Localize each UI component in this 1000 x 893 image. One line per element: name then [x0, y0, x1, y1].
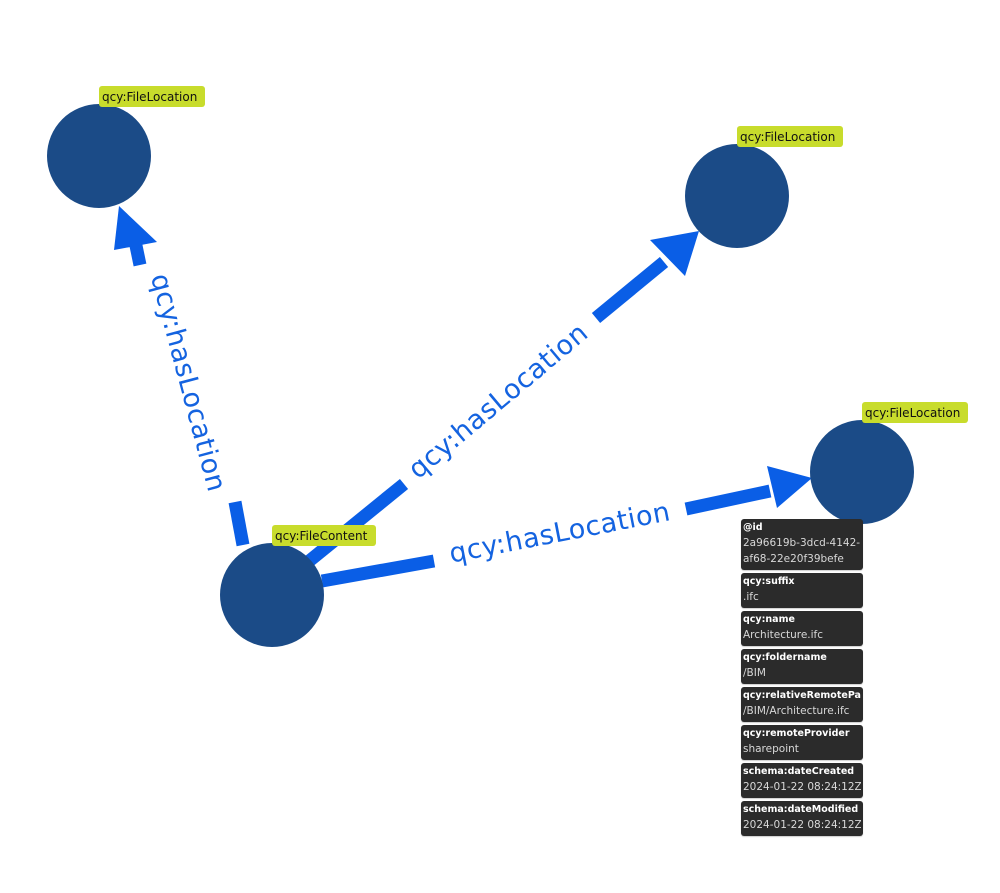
- property-value: 2024-01-22 08:24:12Z: [743, 819, 861, 831]
- node-type-badge: [862, 402, 968, 423]
- node-type-badge: [737, 126, 843, 147]
- node-type-label: qcy:FileLocation: [740, 130, 835, 144]
- node-file-location-right[interactable]: qcy:FileLocation: [810, 402, 968, 524]
- edge-line: [228, 500, 250, 547]
- property-key: @id: [743, 522, 763, 533]
- property-key: schema:dateCreated: [743, 766, 855, 777]
- property-date-modified: schema:dateModified 2024-01-22 08:24:12Z: [741, 801, 863, 836]
- property-remote-provider: qcy:remoteProvider sharepoint: [741, 725, 863, 760]
- node-type-label: qcy:FileLocation: [102, 90, 197, 104]
- property-value: 2a96619b-3dcd-4142-af68-22e20f39befe: [743, 537, 861, 565]
- property-name: qcy:name Architecture.ifc: [741, 611, 863, 646]
- property-key: qcy:name: [743, 614, 795, 625]
- property-value: /BIM/Architecture.ifc: [743, 705, 850, 717]
- node-type-badge: [272, 525, 376, 546]
- property-value: Architecture.ifc: [743, 629, 824, 641]
- node-circle[interactable]: [685, 144, 789, 248]
- property-key: qcy:relativeRemotePath: [743, 690, 861, 701]
- edge-line: [303, 478, 409, 568]
- node-type-label: qcy:FileLocation: [865, 406, 960, 420]
- arrow-head-icon: [767, 466, 812, 508]
- node-file-location-top-left[interactable]: qcy:FileLocation: [47, 86, 205, 208]
- edge-to-file-location-top-left[interactable]: qcy:hasLocation: [114, 206, 250, 547]
- property-key: schema:dateModified: [743, 804, 859, 815]
- edge-line: [591, 256, 669, 324]
- property-relative-remote-path: qcy:relativeRemotePath /BIM/Architecture…: [741, 687, 863, 722]
- arrow-head-icon: [114, 206, 157, 250]
- node-circle[interactable]: [220, 543, 324, 647]
- node-properties-panel: @id 2a96619b-3dcd-4142-af68-22e20f39befe…: [741, 519, 863, 836]
- property-value: /BIM: [743, 667, 766, 679]
- edge-line: [320, 554, 436, 588]
- edge-line: [684, 484, 772, 516]
- edge-label: qcy:hasLocation: [402, 317, 594, 485]
- property-value: sharepoint: [743, 743, 799, 755]
- property-key: qcy:foldername: [743, 652, 827, 663]
- edge-label: qcy:hasLocation: [447, 496, 673, 569]
- property-value: 2024-01-22 08:24:12Z: [743, 781, 861, 793]
- node-type-badge: [99, 86, 205, 107]
- node-type-label: qcy:FileContent: [275, 529, 368, 543]
- edge-label: qcy:hasLocation: [144, 270, 232, 495]
- property-key: qcy:suffix: [743, 576, 795, 587]
- property-id: @id 2a96619b-3dcd-4142-af68-22e20f39befe: [741, 519, 863, 570]
- property-value: .ifc: [743, 591, 759, 603]
- property-date-created: schema:dateCreated 2024-01-22 08:24:12Z: [741, 763, 863, 798]
- property-suffix: qcy:suffix .ifc: [741, 573, 863, 608]
- property-foldername: qcy:foldername /BIM: [741, 649, 863, 684]
- arrow-head-icon: [650, 231, 699, 276]
- node-file-content[interactable]: qcy:FileContent: [220, 525, 376, 647]
- node-circle[interactable]: [810, 420, 914, 524]
- property-key: qcy:remoteProvider: [743, 728, 850, 739]
- node-circle[interactable]: [47, 104, 151, 208]
- node-file-location-top-right[interactable]: qcy:FileLocation: [685, 126, 843, 248]
